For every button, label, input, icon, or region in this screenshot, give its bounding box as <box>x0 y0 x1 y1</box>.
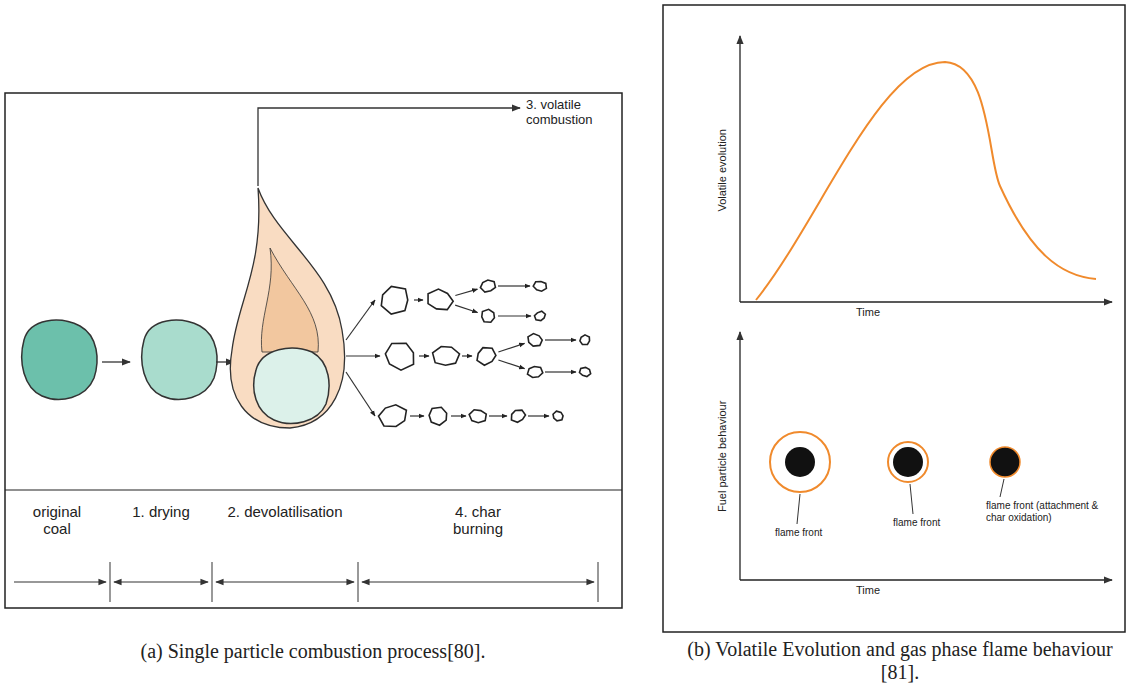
divider-line <box>5 489 622 490</box>
process-arrow <box>462 355 472 356</box>
figure-caption: (a) Single particle combustion process[8… <box>8 640 618 663</box>
char-fragment <box>511 410 525 422</box>
char-particle <box>785 447 815 477</box>
char-fragment <box>579 367 590 376</box>
axis-label: Time <box>838 306 898 319</box>
char-fragment <box>480 280 495 292</box>
process-arrow <box>498 285 530 286</box>
axis-label: Volatile evolution <box>716 70 729 270</box>
stage-label: 2. devolatilisation <box>223 503 347 520</box>
branch-arrow <box>346 372 375 416</box>
char-fragment <box>482 309 495 322</box>
char-fragment <box>381 286 407 314</box>
stage-label: 4. char burning <box>433 503 523 538</box>
process-arrow <box>498 360 524 369</box>
volatile-flame <box>230 188 344 428</box>
coal-particle <box>22 320 97 399</box>
char-fragment <box>528 334 542 347</box>
process-arrow <box>528 415 549 416</box>
stage-ticks <box>110 562 598 602</box>
process-arrow <box>498 343 524 352</box>
process-arrow <box>419 355 429 356</box>
process-arrow <box>455 305 477 312</box>
axis-label: Fuel particle behaviour <box>716 356 729 556</box>
dried-particle <box>142 320 217 399</box>
callout-label: flame front (attachment & char oxidation… <box>986 500 1110 523</box>
chart-axes <box>740 36 1112 580</box>
flame-front-ring <box>888 442 928 482</box>
process-arrow <box>451 415 466 416</box>
char-fragment <box>580 335 590 345</box>
process-arrow <box>545 339 576 340</box>
process-arrow <box>455 289 477 295</box>
panel-frame <box>5 93 622 608</box>
callout-label: flame front <box>893 517 945 529</box>
figure-caption: (b) Volatile Evolution and gas phase fla… <box>676 638 1124 684</box>
branch-arrow <box>346 355 380 356</box>
char-fragment <box>469 410 486 423</box>
char-fragment <box>534 311 545 320</box>
branch-arrow <box>346 300 375 340</box>
process-arrow <box>414 299 423 300</box>
process-arrow <box>545 371 576 372</box>
stage-label: 1. drying <box>131 503 191 520</box>
char-particle <box>893 447 923 477</box>
char-fragment <box>477 348 496 366</box>
char-fragment <box>553 411 563 421</box>
panel-frame <box>663 5 1125 632</box>
axis-label: Time <box>838 584 898 597</box>
char-fragment <box>385 343 413 370</box>
char-fragment <box>527 366 542 377</box>
stage-dimension-arrows <box>14 581 594 582</box>
process-arrow <box>498 315 531 316</box>
stage-label: 3. volatile combustion <box>526 98 620 128</box>
callout-label: flame front <box>775 527 827 539</box>
char-fragment <box>429 407 447 425</box>
volatile-curve <box>756 62 1096 300</box>
char-particle <box>990 447 1020 477</box>
char-fragment <box>433 347 460 366</box>
flame-front-ring <box>770 432 830 492</box>
char-fragment <box>378 405 406 427</box>
process-arrow <box>410 415 424 416</box>
process-arrow <box>102 361 130 362</box>
char-fragment <box>533 282 546 292</box>
char-fragment <box>428 289 453 310</box>
inner-flame <box>261 248 318 352</box>
process-arrow <box>489 415 507 416</box>
devolatilising-particle <box>254 348 329 423</box>
volatile-leader <box>258 108 520 186</box>
char-fragments <box>346 280 591 426</box>
stage-label: original coal <box>26 503 88 538</box>
